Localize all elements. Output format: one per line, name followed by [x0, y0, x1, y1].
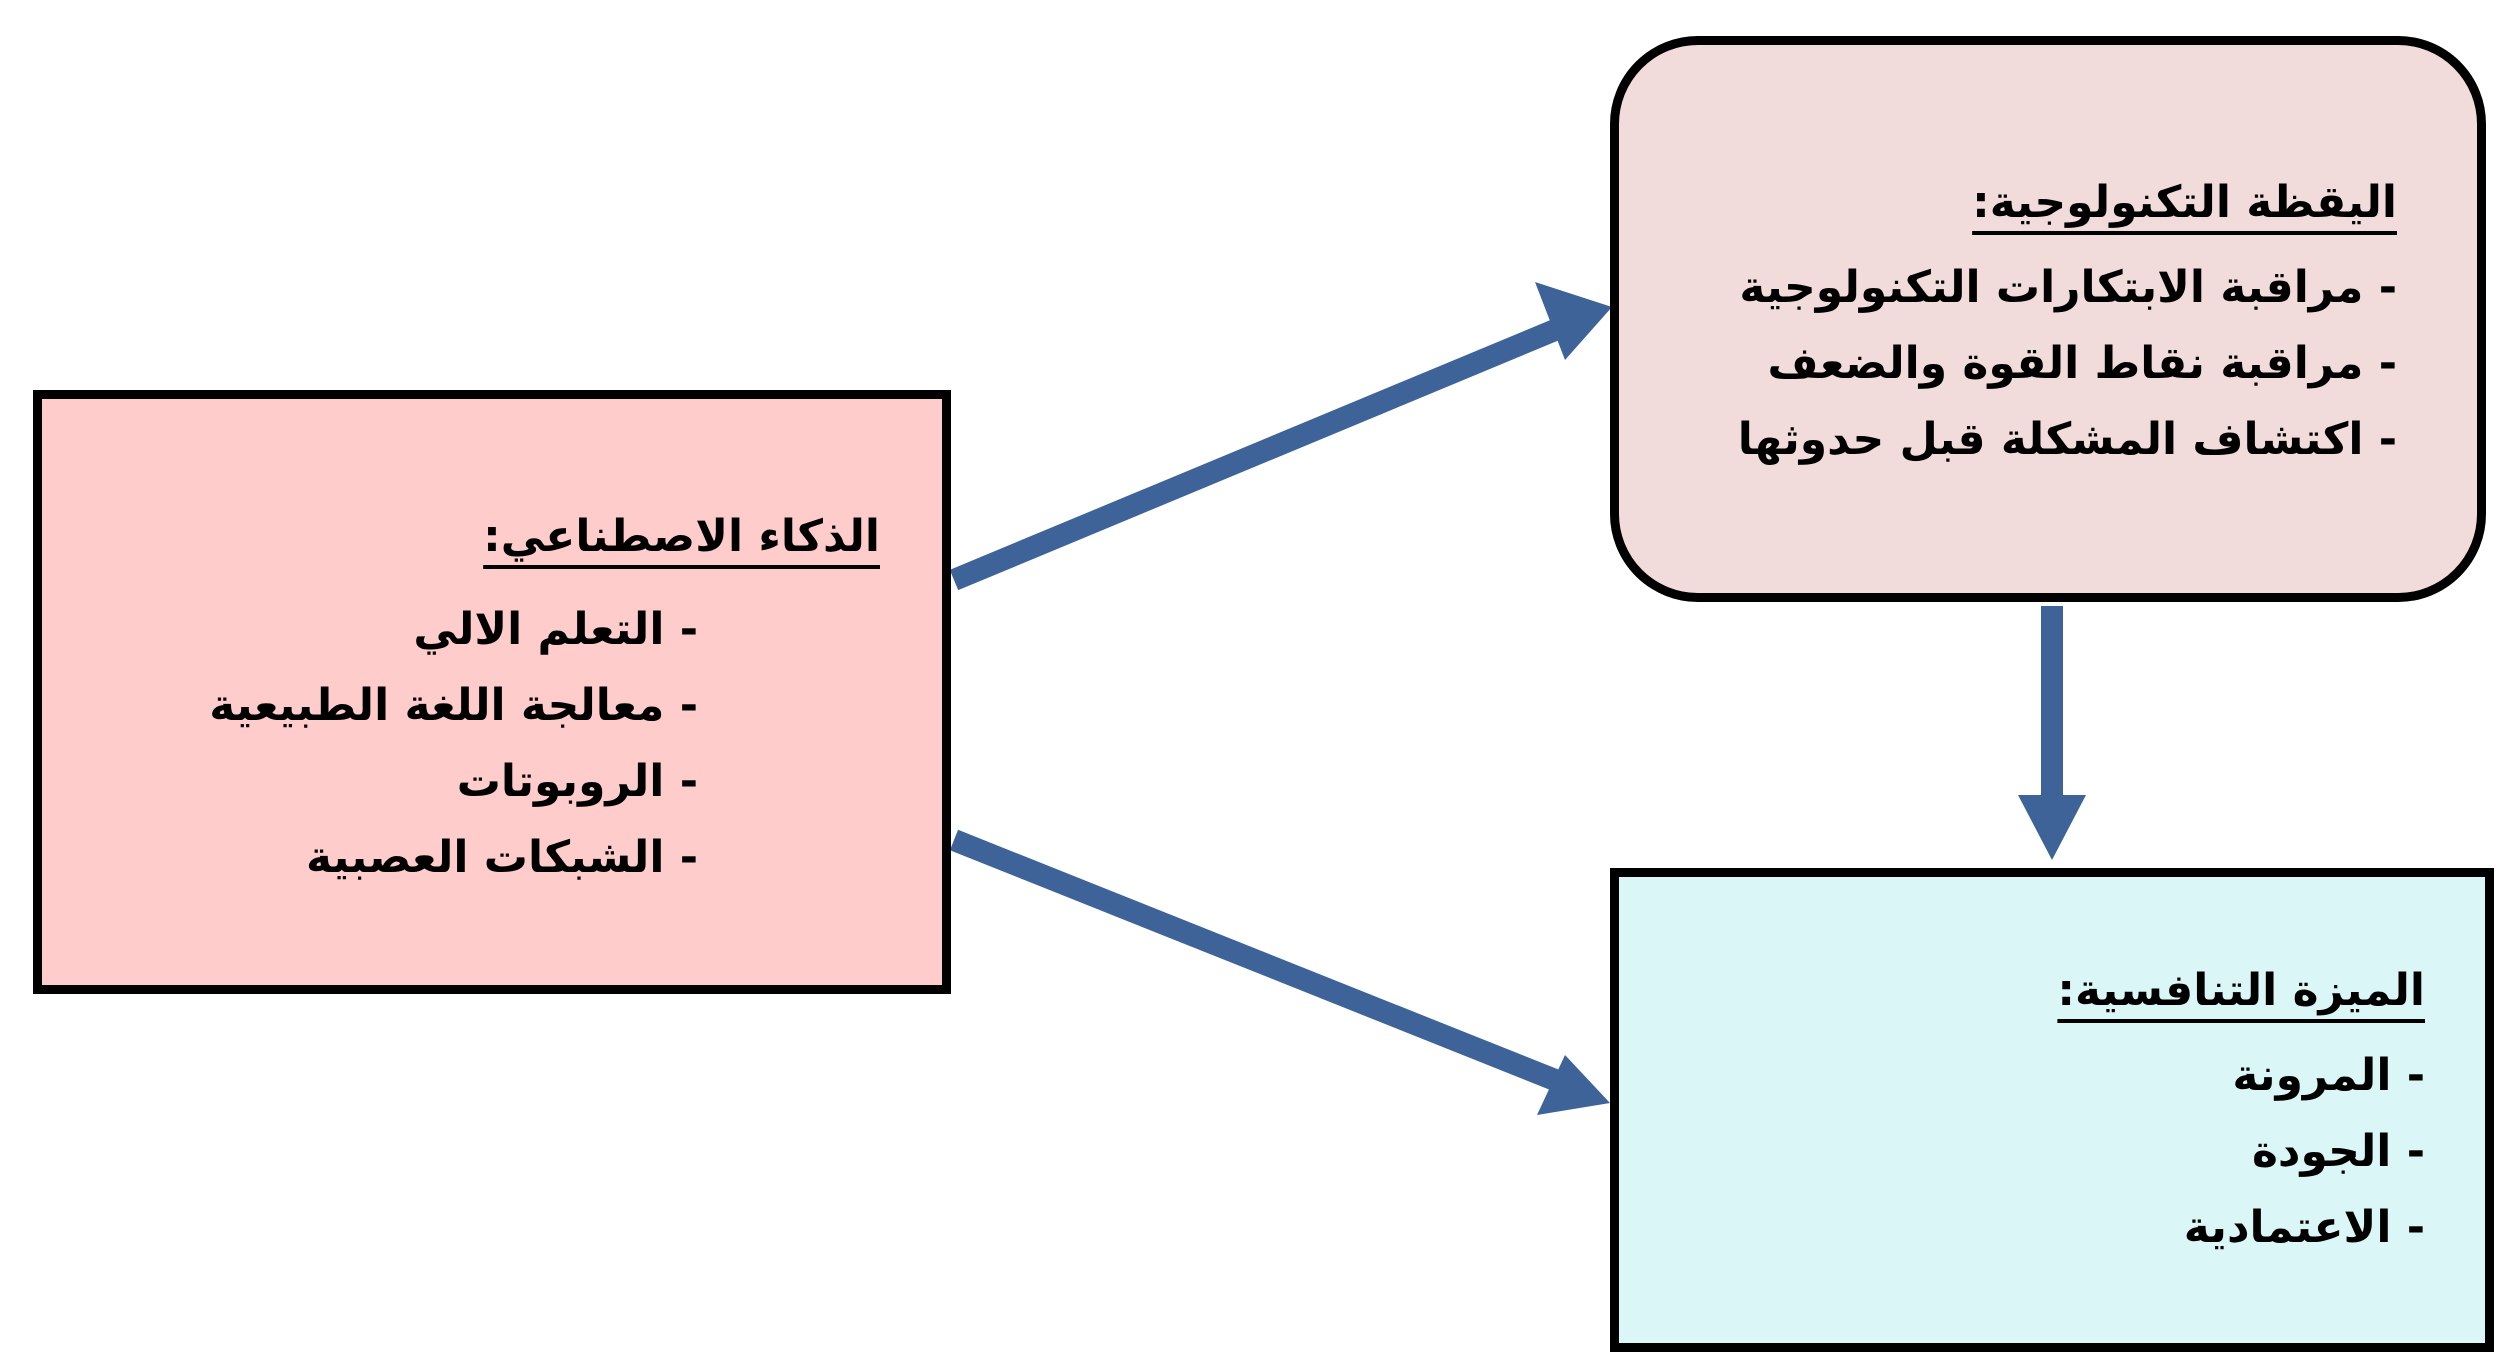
competitive-advantage-box-list: المرونة الجودة الاعتمادية — [1619, 1038, 2425, 1266]
list-item: الجودة — [1619, 1114, 2425, 1190]
list-item: الاعتمادية — [1619, 1190, 2425, 1266]
competitive-advantage-box: الميزة التنافسية: المرونة الجودة الاعتما… — [1610, 868, 2494, 1352]
arrow-shaft — [949, 319, 1560, 591]
list-item: مراقبة نقاط القوة والضعف — [1619, 326, 2397, 402]
tech-watch-box-title: اليقظة التكنولوجية: — [1972, 177, 2397, 228]
list-item: اكتشاف المشكلة قبل حدوثها — [1619, 402, 2397, 478]
list-item: مراقبة الابتكارات التكنولوجية — [1619, 250, 2397, 326]
competitive-advantage-box-title: الميزة التنافسية: — [2057, 965, 2425, 1016]
list-item: الشبكات العصبية — [42, 820, 698, 896]
tech-watch-box-list: مراقبة الابتكارات التكنولوجية مراقبة نقا… — [1619, 250, 2397, 478]
arrow-shaft — [949, 829, 1560, 1091]
list-item: المرونة — [1619, 1038, 2425, 1114]
ai-box-list: التعلم الالي معالجة اللغة الطبيعية الروب… — [42, 592, 880, 896]
ai-box: الذكاء الاصطناعي: التعلم الالي معالجة ال… — [33, 390, 951, 994]
ai-box-title: الذكاء الاصطناعي: — [483, 511, 880, 562]
arrowhead — [1537, 1055, 1610, 1115]
arrow-ai-to-tech — [949, 282, 1612, 591]
list-item: الروبوتات — [42, 744, 698, 820]
arrow-ai-to-competitive — [949, 829, 1610, 1115]
arrow-tech-to-competitive — [2018, 606, 2086, 860]
list-item: معالجة اللغة الطبيعية — [42, 668, 698, 744]
arrowhead — [2018, 795, 2086, 860]
tech-watch-box: اليقظة التكنولوجية: مراقبة الابتكارات ال… — [1610, 36, 2486, 602]
arrowhead — [1535, 282, 1612, 360]
list-item: التعلم الالي — [42, 592, 698, 668]
